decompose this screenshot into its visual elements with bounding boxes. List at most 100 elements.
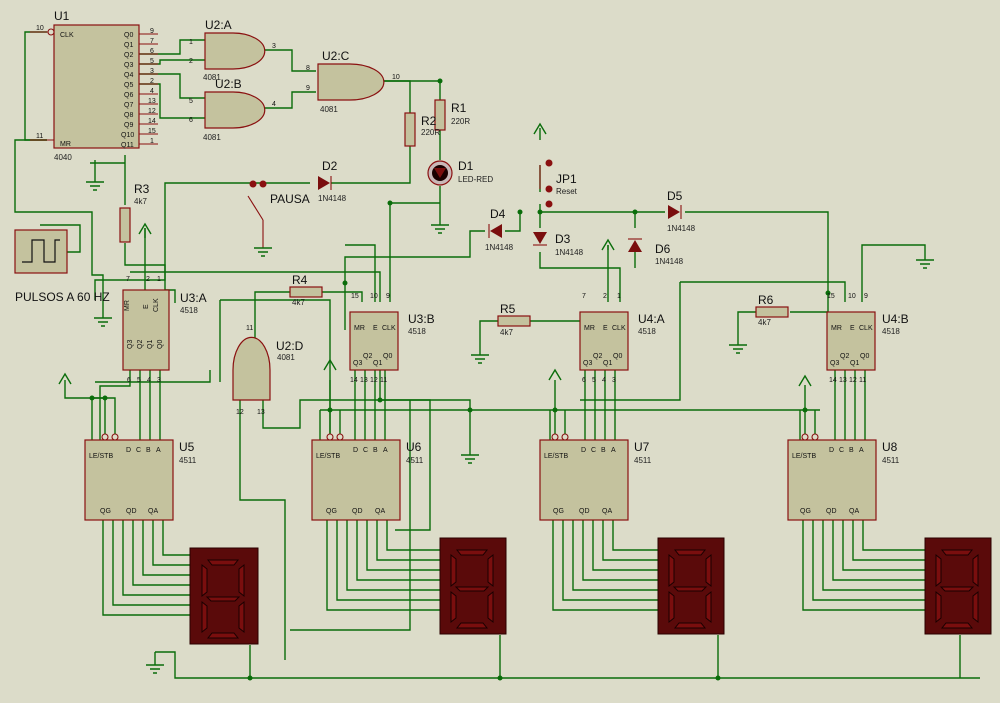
- svg-text:LE/STB: LE/STB: [89, 453, 113, 460]
- svg-text:Q2: Q2: [840, 353, 849, 360]
- chip-u7: U7 4511 LE/STB D C B A QG QD QA: [539, 433, 652, 521]
- svg-text:4511: 4511: [406, 456, 424, 465]
- svg-text:QD: QD: [579, 508, 590, 515]
- svg-text:6: 6: [189, 117, 193, 124]
- svg-text:3: 3: [612, 377, 616, 384]
- svg-text:LE/STB: LE/STB: [544, 453, 568, 460]
- svg-text:4081: 4081: [277, 353, 295, 362]
- svg-text:4518: 4518: [882, 327, 900, 336]
- svg-text:9: 9: [306, 85, 310, 92]
- svg-text:4511: 4511: [179, 456, 197, 465]
- svg-text:1: 1: [157, 276, 161, 283]
- seven-seg-display-3: [657, 537, 725, 635]
- svg-text:13: 13: [839, 377, 847, 384]
- gate-u2d: U2:D 4081 11 12 13: [232, 325, 304, 416]
- svg-text:3: 3: [272, 43, 276, 50]
- svg-text:12: 12: [849, 377, 857, 384]
- svg-text:MR: MR: [124, 300, 131, 311]
- svg-text:10: 10: [392, 74, 400, 81]
- svg-text:Q8: Q8: [124, 112, 133, 119]
- svg-text:220R: 220R: [451, 117, 470, 126]
- svg-text:11: 11: [380, 377, 387, 384]
- svg-text:Reset: Reset: [556, 187, 578, 196]
- svg-text:Q3: Q3: [353, 360, 362, 367]
- svg-text:C: C: [363, 447, 368, 454]
- seven-seg-display-4: [924, 537, 992, 635]
- svg-text:QA: QA: [148, 508, 158, 515]
- chip-u6: U6 4511 LE/STB D C B A QG QD QA: [311, 433, 424, 521]
- svg-text:QA: QA: [602, 508, 612, 515]
- svg-text:R1: R1: [451, 101, 467, 115]
- svg-text:U1: U1: [54, 9, 70, 23]
- svg-text:Q0: Q0: [124, 32, 133, 39]
- svg-text:B: B: [373, 447, 378, 454]
- svg-text:4k7: 4k7: [292, 298, 305, 307]
- svg-text:D5: D5: [667, 189, 683, 203]
- resistor-r5: R5 4k7: [497, 302, 531, 337]
- svg-text:4081: 4081: [203, 133, 221, 142]
- resistor-r3: R3 4k7: [119, 182, 150, 243]
- svg-text:4518: 4518: [180, 306, 198, 315]
- ground-symbols: [86, 181, 934, 674]
- svg-text:B: B: [146, 447, 151, 454]
- svg-text:Q11: Q11: [121, 142, 134, 149]
- svg-text:1N4148: 1N4148: [655, 257, 684, 266]
- svg-text:E: E: [143, 304, 150, 309]
- svg-text:D: D: [581, 447, 586, 454]
- svg-text:Q10: Q10: [121, 132, 134, 139]
- svg-text:220R: 220R: [421, 128, 440, 137]
- svg-text:15: 15: [148, 128, 156, 135]
- svg-text:QG: QG: [553, 508, 564, 515]
- svg-text:R2: R2: [421, 114, 437, 128]
- diode-d5: D5 1N4148: [667, 189, 696, 233]
- chip-u4a: U4:A 4518 MR E CLK Q3 Q2 Q1 Q0 7 2 1 6 5…: [579, 293, 665, 384]
- svg-text:2: 2: [146, 276, 150, 283]
- svg-text:Q1: Q1: [373, 360, 382, 367]
- svg-text:1: 1: [189, 39, 193, 46]
- svg-text:D: D: [829, 447, 834, 454]
- svg-text:D: D: [126, 447, 131, 454]
- svg-text:LE/STB: LE/STB: [792, 453, 816, 460]
- svg-text:15: 15: [351, 293, 359, 300]
- svg-text:4k7: 4k7: [134, 197, 147, 206]
- svg-text:QD: QD: [126, 508, 137, 515]
- svg-text:A: A: [611, 447, 616, 454]
- svg-text:QG: QG: [100, 508, 111, 515]
- svg-text:CLK: CLK: [153, 298, 160, 312]
- svg-text:Q1: Q1: [603, 360, 612, 367]
- svg-text:Q0: Q0: [613, 353, 622, 360]
- svg-text:7: 7: [150, 38, 154, 45]
- svg-text:C: C: [136, 447, 141, 454]
- svg-text:CLK: CLK: [382, 325, 396, 332]
- svg-text:1: 1: [150, 138, 154, 145]
- svg-text:4040: 4040: [54, 153, 72, 162]
- junctions: [89, 78, 831, 681]
- svg-text:4518: 4518: [638, 327, 656, 336]
- svg-text:PULSOS A 60 HZ: PULSOS A 60 HZ: [15, 290, 110, 304]
- svg-text:E: E: [373, 325, 378, 332]
- svg-text:U2:B: U2:B: [215, 77, 242, 91]
- svg-text:6: 6: [150, 48, 154, 55]
- svg-text:Q2: Q2: [363, 353, 372, 360]
- jumper-jp1: JP1 Reset: [539, 159, 578, 208]
- diode-d6: D6 1N4148: [628, 238, 684, 266]
- svg-text:U2:D: U2:D: [276, 339, 304, 353]
- svg-text:MR: MR: [354, 325, 365, 332]
- svg-text:10: 10: [36, 25, 44, 32]
- svg-text:2: 2: [150, 78, 154, 85]
- svg-text:LE/STB: LE/STB: [316, 453, 340, 460]
- svg-text:14: 14: [350, 377, 358, 384]
- svg-text:Q2: Q2: [137, 340, 144, 349]
- svg-text:8: 8: [306, 65, 310, 72]
- svg-text:4k7: 4k7: [500, 328, 513, 337]
- svg-text:U8: U8: [882, 440, 898, 454]
- svg-text:QG: QG: [800, 508, 811, 515]
- chip-u1: U1 4040 CLK MR 10 11 Q0 Q1 Q2 Q3 Q4 Q5 Q…: [30, 9, 158, 162]
- svg-text:E: E: [850, 325, 855, 332]
- svg-text:R3: R3: [134, 182, 150, 196]
- svg-text:CLK: CLK: [612, 325, 626, 332]
- svg-text:9: 9: [864, 293, 868, 300]
- svg-text:QG: QG: [326, 508, 337, 515]
- power-arrows: [58, 122, 812, 387]
